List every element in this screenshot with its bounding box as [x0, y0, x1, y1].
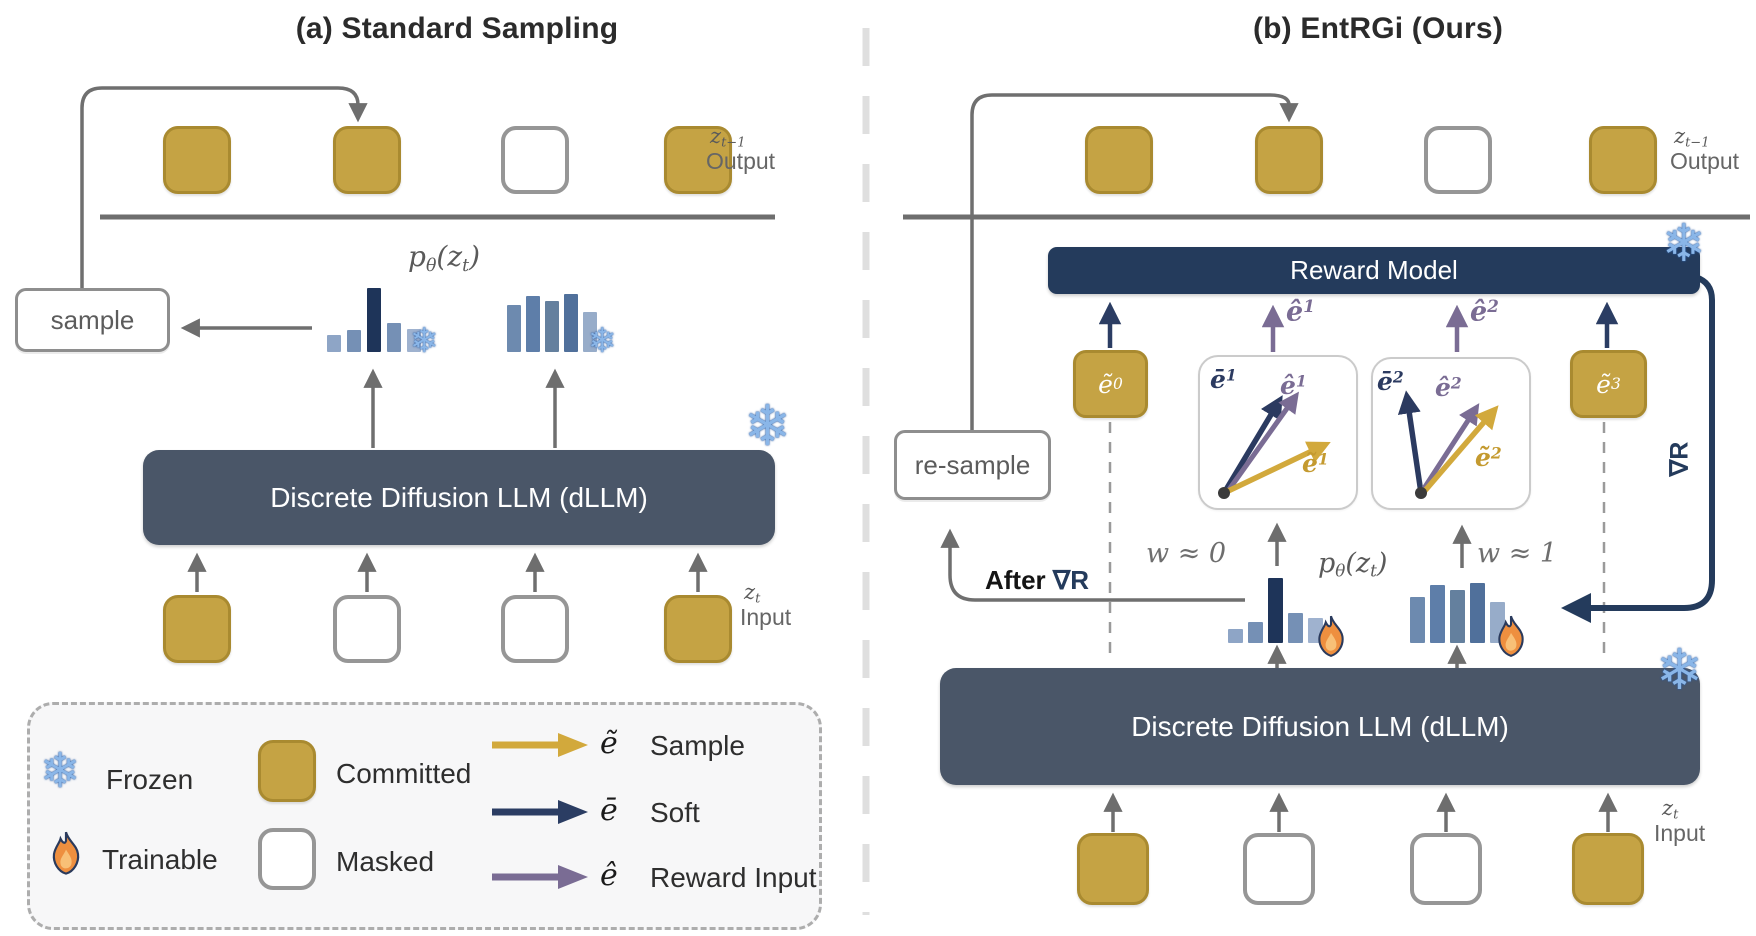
- output-token-masked: [1424, 126, 1492, 194]
- distribution-chart-flat: [1410, 577, 1505, 643]
- p-theta-label: pθ(zt): [408, 240, 480, 276]
- gradient-feedback-path: [1561, 274, 1715, 623]
- input-token-committed: [1077, 833, 1149, 905]
- after-gradient-label: After ∇R: [985, 565, 1090, 595]
- legend-reward-input-symbol: ê: [600, 858, 618, 893]
- flame-icon: [1318, 615, 1344, 657]
- sample-vector-label: ẽ1: [1302, 449, 1329, 478]
- output-token-committed: [333, 126, 401, 194]
- sample-vector: [1420, 405, 1499, 495]
- origin-dot: [1218, 487, 1230, 499]
- output-token-committed: [664, 126, 732, 194]
- input-token-committed: [1572, 833, 1644, 905]
- z-t-minus-1-label: zt−1: [1674, 124, 1710, 151]
- output-caption: Output: [1670, 148, 1740, 174]
- legend-committed-swatch: [258, 740, 316, 802]
- output-token-committed: [1255, 126, 1323, 194]
- legend-reward-input-label: Reward Input: [650, 862, 817, 893]
- snowflake-icon: ❄: [1662, 215, 1706, 273]
- soft-arrow-icon: [492, 800, 588, 824]
- sample-box: sample: [15, 288, 170, 352]
- output-caption: Output: [706, 148, 776, 174]
- gradient-R-vertical-label: ∇R: [1665, 441, 1694, 477]
- dllm-label: Discrete Diffusion LLM (dLLM): [270, 481, 648, 513]
- sample-vector: [1222, 441, 1331, 496]
- legend-box: [27, 702, 822, 930]
- legend-masked-swatch: [258, 828, 316, 890]
- embedding-vectors-box-1: ē1 ê1 ẽ1: [1198, 355, 1358, 510]
- w-approx-1-label: w ≈ 1: [1477, 538, 1558, 569]
- legend-frozen-label: Frozen: [106, 764, 194, 795]
- z-t-label: zt: [1662, 796, 1679, 823]
- reward-model-label: Reward Model: [1290, 255, 1458, 285]
- input-token-masked: [501, 595, 569, 663]
- distribution-chart-flat: [507, 287, 597, 352]
- reward-vector-label: ê2: [1435, 373, 1462, 402]
- legend-committed-label: Committed: [336, 758, 472, 789]
- sample-arrow-icon: [492, 733, 588, 757]
- input-caption: Input: [740, 604, 792, 630]
- legend-sample-symbol: ẽ: [600, 726, 618, 761]
- soft-vector: [1397, 390, 1424, 494]
- ehat1-arrow-label: ê1: [1286, 296, 1315, 328]
- ehat2-arrow-label: ê2: [1470, 296, 1499, 328]
- panel-a-title: (a) Standard Sampling: [295, 12, 619, 45]
- snowflake-icon: ❄: [410, 322, 439, 360]
- legend-trainable-label: Trainable: [102, 844, 218, 875]
- input-token-committed: [163, 595, 231, 663]
- sample-vector-label: ẽ2: [1475, 443, 1502, 472]
- distribution-chart-peaked: [1228, 577, 1323, 643]
- resample-box: re-sample: [894, 430, 1051, 500]
- soft-vector-label: ē1: [1210, 365, 1237, 394]
- flame-icon: [1498, 615, 1524, 657]
- resample-label: re-sample: [914, 449, 1031, 480]
- z-t-minus-1-label: zt−1: [710, 124, 746, 151]
- dllm-box-b: Discrete Diffusion LLM (dLLM): [940, 668, 1700, 785]
- input-token-masked: [1410, 833, 1482, 905]
- reward-input-vector: [1225, 391, 1299, 493]
- snowflake-icon: ❄: [1656, 638, 1703, 701]
- after-gradient-elbow: [940, 528, 1245, 602]
- dllm-box-a: Discrete Diffusion LLM (dLLM): [143, 450, 775, 545]
- soft-vector: [1221, 395, 1283, 495]
- reward-vector-label: ê1: [1280, 371, 1307, 400]
- legend-masked-label: Masked: [336, 846, 435, 877]
- legend-soft-label: Soft: [650, 797, 700, 828]
- input-caption: Input: [1654, 820, 1706, 846]
- loop-arrow-b: [970, 93, 1299, 430]
- output-token-committed: [1085, 126, 1153, 194]
- snowflake-icon: ❄: [588, 322, 617, 360]
- snowflake-icon: ❄: [40, 745, 81, 798]
- sample-label: sample: [50, 304, 135, 335]
- snowflake-icon: ❄: [744, 394, 791, 457]
- distribution-chart-peaked: [327, 287, 421, 352]
- soft-vector-label: ē2: [1377, 367, 1404, 396]
- input-token-committed: [664, 595, 732, 663]
- input-token-masked: [1243, 833, 1315, 905]
- legend-sample-label: Sample: [650, 730, 745, 761]
- panel-b-title: (b) EntRGi (Ours): [1252, 12, 1504, 45]
- loop-arrow-a: [80, 86, 368, 288]
- flame-icon: [52, 831, 80, 875]
- reward-model-box: Reward Model: [1048, 247, 1700, 294]
- w-approx-0-label: w ≈ 0: [1146, 538, 1227, 569]
- legend-soft-symbol: ē: [600, 793, 618, 828]
- output-token-committed: [163, 126, 231, 194]
- embedding-vectors-box-2: ē2 ê2 ẽ2: [1371, 357, 1531, 510]
- reward-input-vector: [1418, 403, 1480, 495]
- input-token-masked: [333, 595, 401, 663]
- output-token-masked: [501, 126, 569, 194]
- reward-input-arrow-icon: [492, 865, 588, 889]
- vector-arrows-2: [1397, 390, 1499, 499]
- p-theta-label: pθ(zt): [1318, 548, 1388, 581]
- origin-dot: [1415, 487, 1427, 499]
- dllm-label: Discrete Diffusion LLM (dLLM): [1131, 710, 1509, 742]
- output-token-committed: [1589, 126, 1657, 194]
- vector-arrows-1: [1218, 391, 1331, 499]
- z-t-label: zt: [744, 580, 761, 607]
